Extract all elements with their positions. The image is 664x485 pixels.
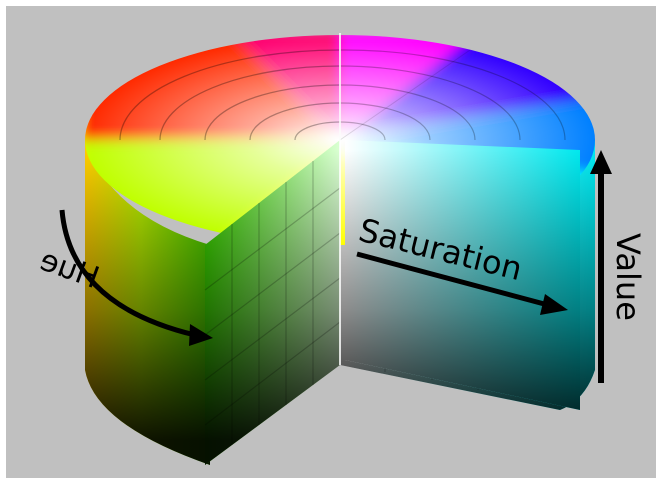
- value-label: Value: [609, 233, 647, 321]
